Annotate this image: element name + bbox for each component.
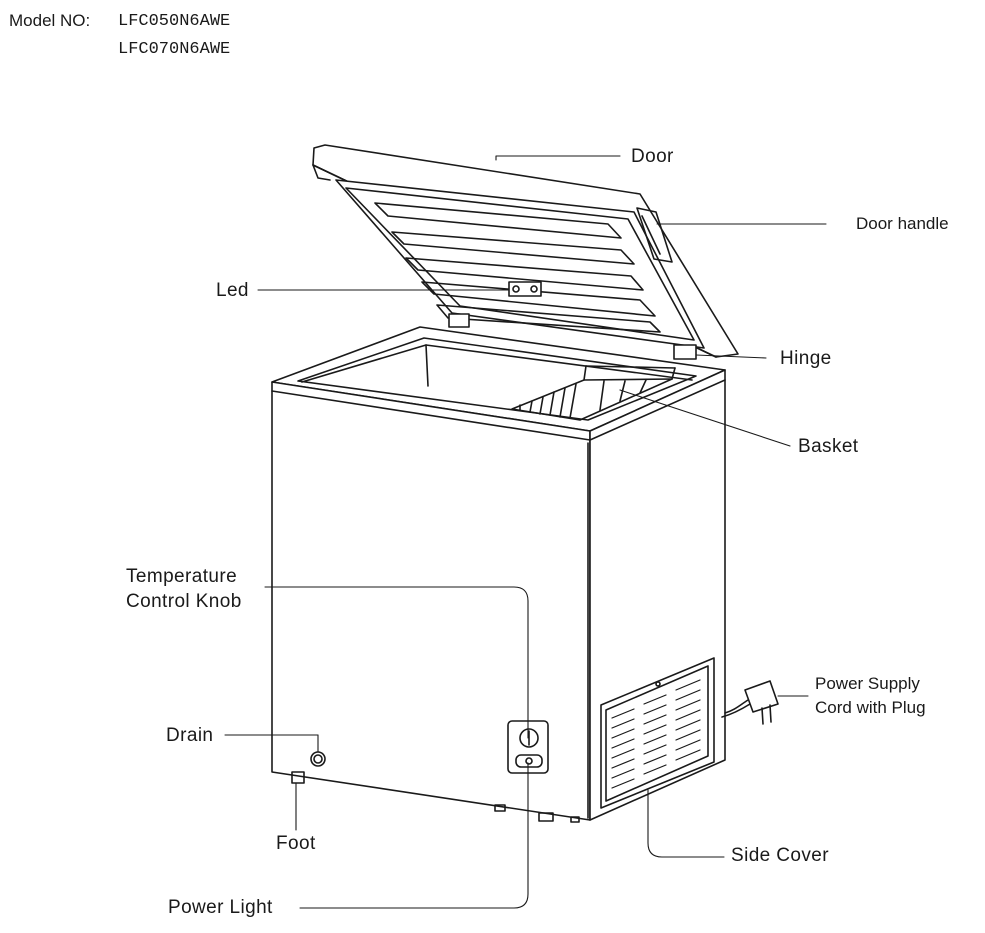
model-number-label: Model NO: xyxy=(9,11,91,30)
door-lid xyxy=(312,144,739,358)
model-number-1: LFC050N6AWE xyxy=(118,12,231,31)
label-power-supply-line1: Power Supply xyxy=(815,674,920,693)
label-led: Led xyxy=(216,280,249,301)
label-side-cover: Side Cover xyxy=(731,845,829,866)
label-power-light: Power Light xyxy=(168,897,273,918)
model-number-2: LFC070N6AWE xyxy=(118,40,231,59)
label-door: Door xyxy=(631,146,674,167)
label-temperature-control-knob-line2: Control Knob xyxy=(126,591,242,612)
label-drain: Drain xyxy=(166,725,214,746)
feet xyxy=(291,771,580,823)
led-light xyxy=(508,281,542,297)
label-power-supply-line2: Cord with Plug xyxy=(815,698,926,717)
power-cord-plug xyxy=(721,680,779,725)
label-basket: Basket xyxy=(798,436,859,457)
side-cover xyxy=(600,657,715,809)
label-foot: Foot xyxy=(276,833,316,854)
basket xyxy=(511,365,676,421)
door-handle xyxy=(636,207,673,263)
label-door-handle: Door handle xyxy=(856,214,949,233)
label-temperature-control-knob-line1: Temperature xyxy=(126,566,238,587)
leader-lines xyxy=(224,155,827,909)
label-hinge: Hinge xyxy=(780,348,832,369)
hinges xyxy=(448,313,697,360)
